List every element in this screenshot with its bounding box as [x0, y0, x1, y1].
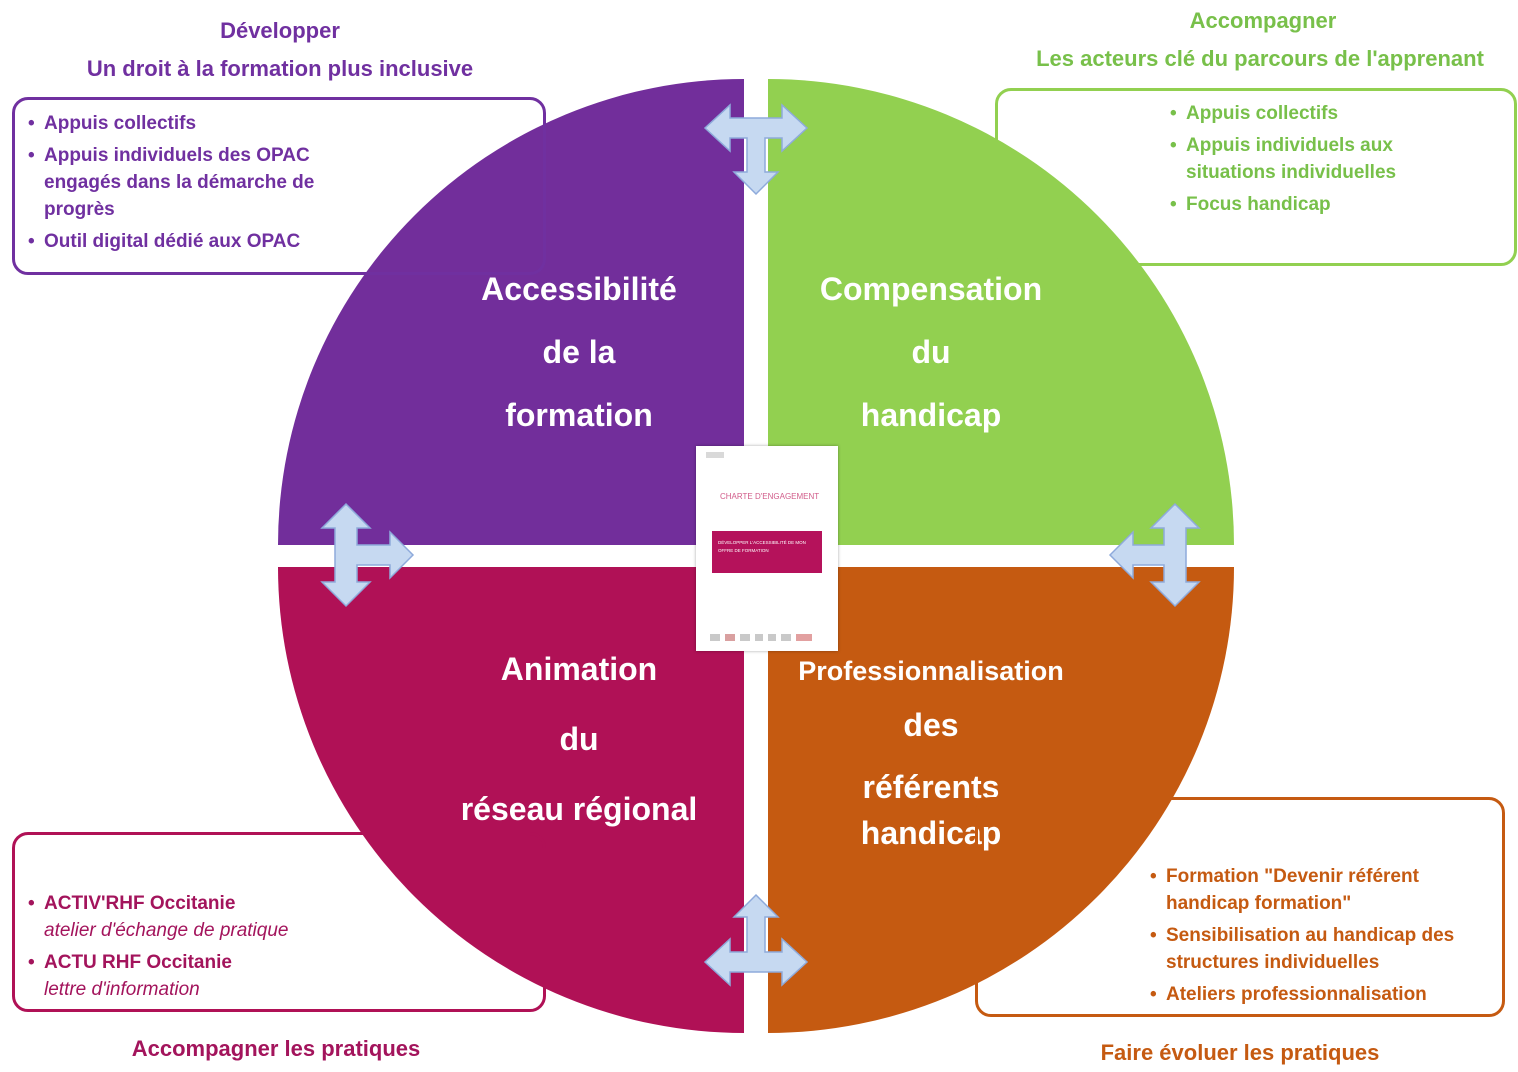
list-item: Ateliers professionnalisation [1150, 981, 1495, 1008]
list-item: ACTIV'RHF Occitanie atelier d'échange de… [28, 890, 368, 944]
list-item: Appuis individuels aux situations indivi… [1170, 132, 1470, 186]
list-item: Focus handicap [1170, 191, 1470, 218]
quadrant-animation [278, 567, 744, 1033]
top-left-heading: Développer [220, 18, 340, 43]
q4-line-3: référents [862, 769, 1000, 805]
charter-partner-logos [710, 628, 826, 641]
q3-line-3: réseau régional [460, 791, 698, 827]
quadrant-professionalisation [768, 567, 1234, 1033]
list-item-label: ACTU RHF Occitanie [44, 952, 232, 973]
top-right-heading: Accompagner [1189, 8, 1337, 33]
top-right-list: Appuis collectifs Appuis individuels aux… [1170, 100, 1470, 223]
q2-line-1: Compensation [819, 271, 1043, 307]
q2-line-3: handicap [860, 397, 1002, 433]
charter-logo-placeholder [706, 452, 724, 458]
bottom-left-list: ACTIV'RHF Occitanie atelier d'échange de… [28, 890, 368, 1008]
bottom-left-caption: Accompagner les pratiques [131, 1036, 421, 1061]
q2-line-2: du [911, 334, 951, 370]
q4-line-1: Professionnalisation [798, 656, 1064, 686]
list-item: Appuis collectifs [1170, 100, 1470, 127]
list-item-sub: atelier d'échange de pratique [44, 920, 289, 941]
top-left-subheading: Un droit à la formation plus inclusive [86, 56, 474, 81]
list-item: Formation "Devenir référent handicap for… [1150, 863, 1495, 917]
top-left-list: Appuis collectifs Appuis individuels des… [28, 110, 358, 260]
charter-title: CHARTE D'ENGAGEMENT [720, 492, 820, 501]
q1-line-3: formation [505, 397, 653, 433]
list-item: Appuis collectifs [28, 110, 358, 137]
quadrant-label-animation: Animation du réseau régional [419, 634, 739, 844]
bottom-right-list: Formation "Devenir référent handicap for… [1150, 863, 1495, 1013]
bottom-right-box [975, 797, 1505, 1017]
q3-line-2: du [559, 721, 599, 757]
top-right-box [995, 88, 1517, 266]
top-right-subheading: Les acteurs clé du parcours de l'apprena… [1036, 46, 1484, 71]
list-item: Appuis individuels des OPAC engagés dans… [28, 142, 358, 223]
q4-line-2: des [903, 707, 959, 743]
quadrant-accessibility [278, 79, 744, 545]
quadrant-label-compensation: Compensation du handicap [781, 258, 1081, 447]
charter-band: DÉVELOPPER L'ACCESSIBILITÉ DE MON OFFRE … [712, 531, 822, 573]
q3-line-1: Animation [500, 651, 658, 687]
list-item-sub: lettre d'information [44, 979, 200, 1000]
list-item: ACTU RHF Occitanie lettre d'information [28, 949, 368, 1003]
arrow-bottom-icon [703, 893, 809, 987]
arrow-top-icon [703, 103, 809, 196]
charter-document-thumbnail: CHARTE D'ENGAGEMENT DÉVELOPPER L'ACCESSI… [696, 446, 838, 651]
bottom-right-caption: Faire évoluer les pratiques [1100, 1040, 1380, 1065]
quadrant-label-accessibility: Accessibilité de la formation [429, 258, 729, 447]
arrow-right-icon [1108, 502, 1201, 608]
list-item-label: ACTIV'RHF Occitanie [44, 893, 236, 914]
list-item: Sensibilisation au handicap des structur… [1150, 922, 1495, 976]
bottom-left-box [12, 832, 546, 1012]
quadrant-compensation [768, 79, 1234, 545]
arrow-left-icon [320, 502, 415, 608]
list-item: Outil digital dédié aux OPAC [28, 228, 358, 255]
q1-line-1: Accessibilité [481, 271, 677, 307]
top-left-box [12, 97, 546, 275]
q1-line-2: de la [542, 334, 616, 370]
